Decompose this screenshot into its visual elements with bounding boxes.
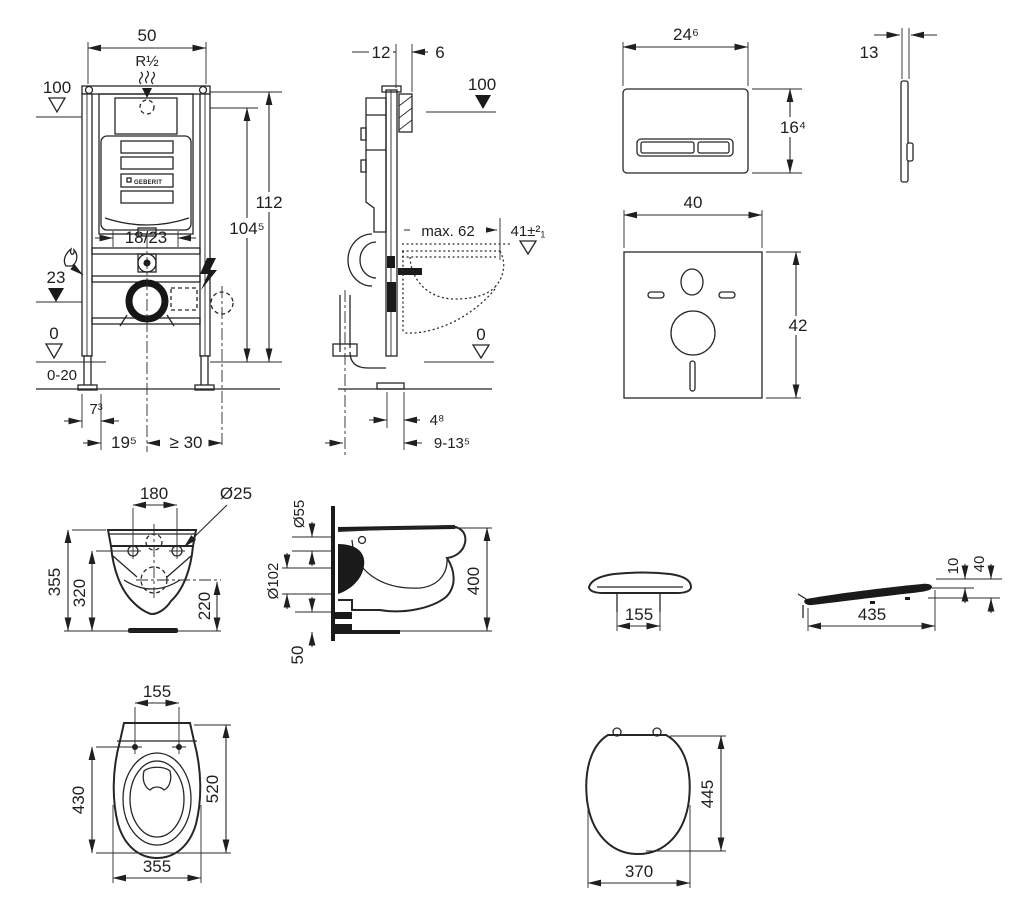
level-datum-filled-icon [475,95,491,109]
dim-protection-box: 6 [435,43,444,62]
flush-plate-geometry [622,88,749,174]
seat-side-dimensions: 435 10 40 [807,556,1002,631]
dim-side-min: ≥ 30 [170,433,203,452]
bowl-front-geometry [106,524,221,633]
plate-side-dimensions: 13 [860,28,937,79]
datum-100-side-label: 100 [468,75,496,94]
mat-dimensions: 40 42 [623,193,811,399]
sound-insulation-mat-view: 40 42 [623,193,811,399]
level-datum-open-icon [471,344,491,360]
dim-floor-range: 0-20 [47,367,77,384]
dim-plate-width: 24⁶ [673,25,699,44]
level-datum-open-icon [47,97,67,114]
dim-top-hole-spacing: 155 [143,682,171,701]
level-datum-filled-icon [48,288,64,302]
seat-front-view: 155 [587,571,693,631]
datum-100-label: 100 [43,78,71,97]
dim-height-inner: 104⁵ [229,219,264,238]
seat-front-geometry [587,571,693,612]
bowl-top-geometry [112,722,202,860]
bowl-side-view: Ø55 Ø102 400 50 [265,500,492,665]
brand-text: GEBERIT [134,180,162,186]
pan-dotted-outline [402,243,510,334]
datum-0-label: 0 [49,324,58,343]
bowl-top-view: 155 430 520 355 [69,682,231,883]
dim-plate-thickness: 13 [860,43,879,62]
bowl-side-geometry [331,506,467,641]
frame-side-view: 12 6 100 max. 62 41±²₁ 0 4⁸ 9-13⁵ [325,43,545,456]
dim-max-depth: max. 62 [421,223,474,240]
seat-side-view: 435 10 40 [797,556,1002,631]
level-datum-open-icon [44,343,64,360]
bowl-front-dimensions: 180 Ø25 355 320 220 [45,484,252,632]
dim-frame-depth: 12 [372,43,391,62]
dim-bottom-gap: 50 [288,646,307,665]
dim-inlet-diameter: Ø55 [291,500,308,528]
seat-top-dimensions: 445 370 [587,735,726,888]
dim-pin-spacing: 155 [625,605,653,624]
dim-hole-spacing: 180 [140,484,168,503]
datum-0-side-label: 0 [476,325,485,344]
flush-plate-side-view: 13 [860,28,937,183]
flush-plate-dimensions: 24⁶ 16⁴ [622,25,810,174]
frame-side-geometry [332,85,510,456]
dim-mat-height: 42 [789,316,808,335]
bowl-front-view: 180 Ø25 355 320 220 [45,484,252,633]
electricity-symbol [200,258,217,290]
dim-lid-width: 370 [625,862,653,881]
flush-plate-front-view: 24⁶ 16⁴ [622,25,810,174]
datum-23-label: 23 [47,268,66,287]
dim-plate-height: 16⁴ [780,118,806,137]
dim-bowl-side-height: 400 [464,567,483,595]
mat-geometry [623,251,763,399]
dim-top-inner-length: 430 [69,786,88,814]
plate-side-geometry [900,80,914,183]
brand-label: GEBERIT [126,177,162,186]
down-arrow-icon [142,88,152,98]
dim-bowl-height-drain: 220 [195,592,214,620]
frame-side-dimensions: 12 6 100 max. 62 41±²₁ 0 4⁸ 9-13⁵ [325,43,545,452]
water-supply-symbol [138,70,156,98]
dim-flush-pipe: 18/23 [125,228,168,247]
dim-wall-lining: 9-13⁵ [434,435,470,452]
dim-seat-length: 435 [858,605,886,624]
frame-front-view: GEBERIT 50 R½ 100 [36,26,285,452]
frame-front-geometry [36,85,280,452]
bowl-side-dimensions: Ø55 Ø102 400 50 [265,500,492,665]
dim-height-total: 112 [255,193,282,212]
dim-wall-thickness: 4⁸ [430,412,445,429]
bowl-top-dimensions: 155 430 520 355 [69,682,231,883]
dim-top-length: 520 [203,775,222,803]
frame-front-dimensions: 50 R½ 100 104⁵ 112 18/23 23 0 [36,26,285,452]
dim-seat-thickness: 10 [945,558,962,575]
dim-lid-length: 445 [698,780,717,808]
heat-symbol [63,247,84,276]
dim-leg-offset: 7³ [89,401,102,418]
lightning-icon [200,258,217,290]
seat-top-geometry [585,727,691,856]
seat-front-dimensions: 155 [616,605,661,631]
dim-top-width: 355 [143,857,171,876]
dim-mat-width: 40 [684,193,703,212]
level-datum-open-icon [518,240,538,256]
dim-water-thread: R½ [135,53,159,70]
dim-hole-diameter: Ø25 [220,484,252,503]
dim-seat-height: 40 [971,556,988,573]
seat-side-geometry [797,583,932,618]
dim-rim-height: 41±²₁ [511,223,546,240]
dim-bowl-height-inner: 320 [70,579,89,607]
dim-outlet-diameter: Ø102 [265,563,282,600]
dim-center-offset: 19⁵ [111,433,137,452]
seat-top-view: 445 370 [585,727,726,888]
dim-frame-width: 50 [138,26,157,45]
dim-bowl-height: 355 [45,568,64,596]
